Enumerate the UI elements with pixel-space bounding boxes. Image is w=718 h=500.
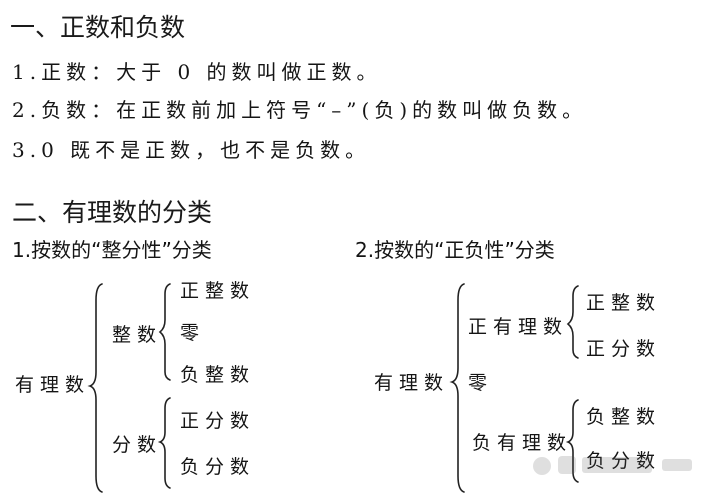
- left-item-negative-integer: 负整数: [180, 364, 256, 386]
- right-positive-brace: [566, 285, 579, 359]
- right-group-negative-rational: 负有理数: [472, 432, 573, 454]
- left-item-negative-fraction: 负分数: [180, 456, 256, 478]
- right-subtitle: 2.按数的“正负性”分类: [355, 238, 555, 262]
- left-fractions-brace: [157, 397, 171, 489]
- right-item-negative-fraction: 负分数: [586, 446, 661, 473]
- left-integers-brace: [158, 283, 171, 381]
- right-item-positive-fraction: 正分数: [586, 338, 662, 360]
- left-group-fractions: 分数: [112, 434, 163, 456]
- definition-zero: 3.0 既不是正数，也不是负数。: [12, 138, 371, 162]
- left-root-brace: [87, 283, 103, 493]
- right-group-positive-rational: 正有理数: [468, 316, 569, 338]
- watermark: [530, 452, 700, 478]
- left-subtitle: 1.按数的“整分性”分类: [12, 238, 212, 262]
- right-group-zero: 零: [468, 372, 494, 394]
- right-root-brace: [449, 283, 465, 493]
- left-root: 有理数: [15, 374, 91, 396]
- left-item-zero: 零: [180, 322, 206, 344]
- left-item-positive-integer: 正整数: [180, 280, 256, 302]
- right-root: 有理数: [374, 372, 450, 394]
- right-item-negative-integer: 负整数: [586, 406, 662, 428]
- left-group-integers: 整数: [112, 324, 163, 346]
- right-item-positive-integer: 正整数: [586, 292, 662, 314]
- paw-logo-icon: [533, 456, 692, 475]
- definition-negative: 2.负数：在正数前加上符号“–”(负)的数叫做负数。: [12, 98, 588, 122]
- right-negative-brace: [565, 399, 579, 483]
- left-item-positive-fraction: 正分数: [180, 410, 256, 432]
- section2-title: 二、有理数的分类: [12, 198, 213, 227]
- definition-positive: 1.正数：大于 0 的数叫做正数。: [12, 60, 382, 84]
- section1-title: 一、正数和负数: [10, 13, 186, 42]
